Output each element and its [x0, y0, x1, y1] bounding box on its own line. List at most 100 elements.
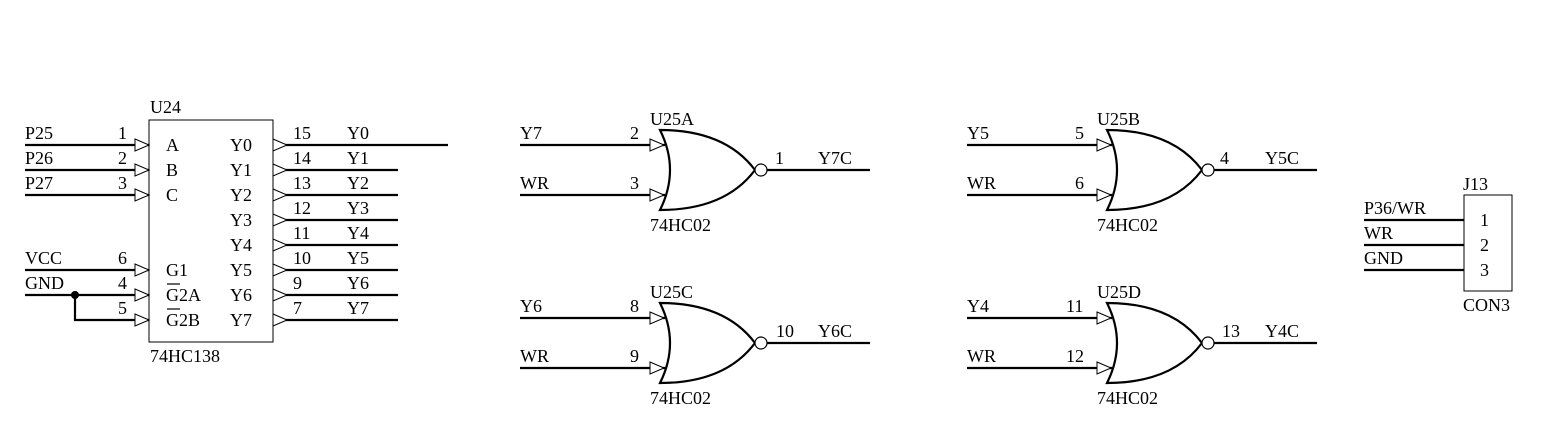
net-label: Y5C — [1265, 148, 1299, 168]
net-label: Y0 — [347, 123, 369, 143]
pin-number: 8 — [630, 296, 639, 316]
pin-label: C — [166, 185, 178, 205]
pin-number: 12 — [1066, 346, 1084, 366]
pin-number: 2 — [118, 148, 127, 168]
net-label: WR — [967, 346, 996, 366]
pin-label: G2A — [166, 285, 201, 305]
pin-number: 2 — [630, 123, 639, 143]
decoder-output-y0: Y0 15 Y0 — [230, 123, 448, 155]
pin-number: 11 — [293, 223, 310, 243]
net-label: WR — [520, 346, 549, 366]
decoder-enable-g1: VCC 6 G1 — [25, 248, 188, 280]
connector-body — [1463, 194, 1513, 292]
gate-part: 74HC02 — [650, 215, 711, 235]
gate-ref: U25A — [650, 109, 694, 129]
net-label: P25 — [25, 123, 53, 143]
net-label: P26 — [25, 148, 53, 168]
pin-number: 3 — [118, 173, 127, 193]
net-label: Y7 — [520, 123, 542, 143]
net-label: Y2 — [347, 173, 369, 193]
inversion-bubble — [1201, 163, 1215, 177]
pin-number: 1 — [775, 148, 784, 168]
nor-gate-body — [1105, 301, 1204, 385]
net-label: Y6C — [818, 321, 852, 341]
nor-gate-u25c: U25C 8 9 Y6 WR 10 Y6C 74HC02 — [520, 282, 870, 408]
decoder-ref: U24 — [150, 97, 181, 117]
gate-ref: U25B — [1097, 109, 1140, 129]
decoder-input-b: P26 2 B — [25, 148, 178, 180]
pin-number: 13 — [1222, 321, 1240, 341]
pin-number: 6 — [118, 248, 127, 268]
connector-pin-3: GND 3 — [1364, 248, 1489, 280]
net-label: Y6 — [347, 273, 369, 293]
inversion-bubble — [754, 163, 768, 177]
decoder-body — [148, 119, 274, 343]
pin-label: G1 — [166, 260, 188, 280]
connector-part: CON3 — [1463, 295, 1510, 315]
gate-part: 74HC02 — [1097, 388, 1158, 408]
nor-gate-body — [658, 128, 757, 212]
net-label: WR — [520, 173, 549, 193]
pin-label: Y0 — [230, 135, 252, 155]
pin-number: 1 — [1480, 210, 1489, 230]
net-label: Y6 — [520, 296, 542, 316]
net-label: Y4C — [1265, 321, 1299, 341]
nor-gate-u25d: U25D 11 12 Y4 WR 13 Y4C 74HC02 — [967, 282, 1317, 408]
pin-number: 13 — [293, 173, 311, 193]
pin-number: 15 — [293, 123, 311, 143]
junction-dot — [71, 291, 79, 299]
inversion-bubble — [754, 336, 768, 350]
pin-label: Y7 — [230, 310, 252, 330]
net-label: Y7 — [347, 298, 369, 318]
net-label: WR — [1364, 223, 1393, 243]
pin-number: 10 — [293, 248, 311, 268]
decoder-part: 74HC138 — [150, 346, 220, 366]
net-label: Y1 — [347, 148, 369, 168]
net-label: Y4 — [967, 296, 989, 316]
pin-number: 9 — [293, 273, 302, 293]
gate-ref: U25C — [650, 282, 693, 302]
net-label: P36/WR — [1364, 198, 1426, 218]
decoder-u24: U24 74HC138 P25 1 A P26 2 B P27 3 C — [25, 97, 448, 366]
pin-label: B — [166, 160, 178, 180]
decoder-output-y3: Y3 12 Y3 — [230, 198, 398, 230]
pin-number: 5 — [1075, 123, 1084, 143]
decoder-input-c: P27 3 C — [25, 173, 178, 205]
pin-number: 14 — [293, 148, 311, 168]
gate-ref: U25D — [1097, 282, 1141, 302]
connector-pin-1: P36/WR 1 — [1364, 198, 1489, 230]
pin-number: 3 — [630, 173, 639, 193]
net-label: Y5 — [967, 123, 989, 143]
pin-label: Y6 — [230, 285, 252, 305]
connector-pin-2: WR 2 — [1364, 223, 1489, 255]
pin-number: 4 — [1220, 148, 1229, 168]
pin-number: 4 — [118, 273, 127, 293]
pin-number: 2 — [1480, 235, 1489, 255]
connector-j13: J13 CON3 P36/WR 1 WR 2 GND 3 — [1364, 174, 1513, 315]
pin-number: 10 — [776, 321, 794, 341]
net-label: Y4 — [347, 223, 369, 243]
gate-part: 74HC02 — [650, 388, 711, 408]
gate-part: 74HC02 — [1097, 215, 1158, 235]
decoder-output-y2: Y2 13 Y2 — [230, 173, 398, 205]
pin-number: 9 — [630, 346, 639, 366]
net-label: WR — [967, 173, 996, 193]
net-label: GND — [1364, 248, 1403, 268]
pin-number: 3 — [1480, 260, 1489, 280]
decoder-output-y1: Y1 14 Y1 — [230, 148, 398, 180]
decoder-enable-g2a: GND 4 G2A — [25, 273, 201, 305]
pin-number: 5 — [118, 298, 127, 318]
inversion-bubble — [1201, 336, 1215, 350]
net-label: Y5 — [347, 248, 369, 268]
decoder-enable-g2b: 5 G2B — [71, 291, 200, 330]
decoder-output-y5: Y5 10 Y5 — [230, 248, 398, 280]
net-label: Y7C — [818, 148, 852, 168]
decoder-input-a: P25 1 A — [25, 123, 179, 155]
decoder-output-y6: Y6 9 Y6 — [230, 273, 398, 305]
pin-label: Y3 — [230, 210, 252, 230]
pin-label: Y4 — [230, 235, 252, 255]
net-label: P27 — [25, 173, 53, 193]
nor-gate-u25b: U25B 5 6 Y5 WR 4 Y5C 74HC02 — [967, 109, 1317, 235]
net-label: VCC — [25, 248, 62, 268]
net-label: GND — [25, 273, 64, 293]
